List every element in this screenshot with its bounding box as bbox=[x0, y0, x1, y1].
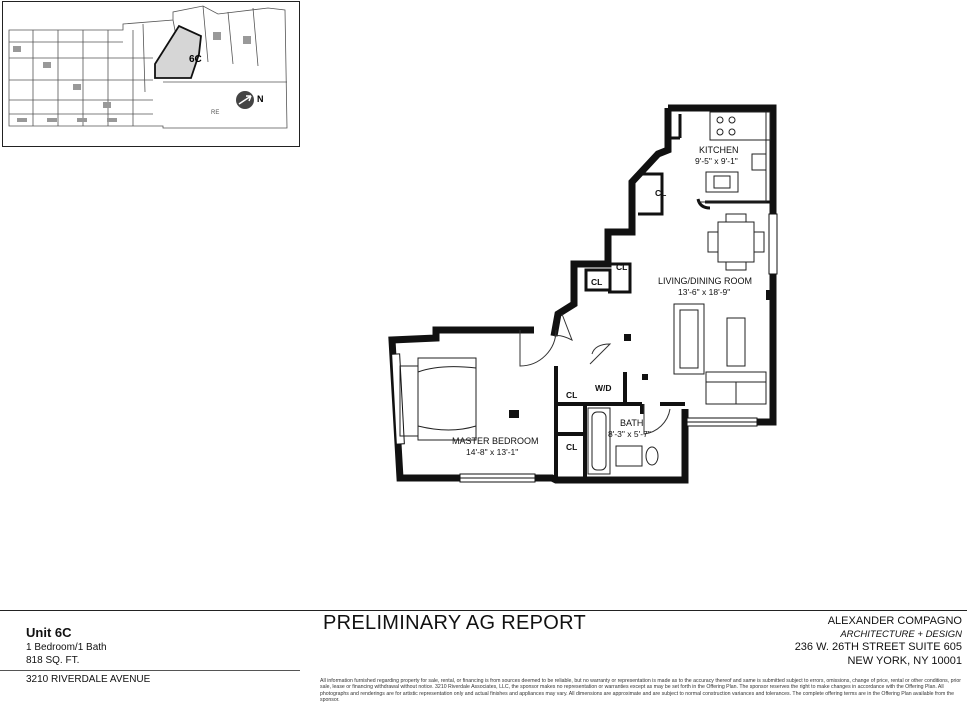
closet-label: CL bbox=[655, 188, 666, 198]
key-plan-unit-label: 6C bbox=[189, 54, 202, 65]
closet-label: CL bbox=[566, 442, 577, 452]
bed bbox=[399, 357, 477, 441]
dining-table bbox=[707, 213, 765, 271]
key-plan: 6C RE N bbox=[2, 1, 300, 147]
beds-baths: 1 Bedroom/1 Bath bbox=[26, 642, 107, 653]
north-arrow-icon bbox=[236, 91, 254, 109]
unit-title: Unit 6C bbox=[26, 625, 72, 640]
kitchen-fixtures bbox=[698, 111, 771, 203]
building-address: 3210 RIVERDALE AVENUE bbox=[26, 674, 151, 685]
doors bbox=[519, 313, 671, 435]
key-plan-drawing: 6C RE N bbox=[8, 5, 288, 129]
columns bbox=[509, 290, 774, 418]
floor-plan: KITCHEN 9'-5" x 9'-1" LIVING/DINING ROOM… bbox=[380, 104, 780, 489]
address-divider bbox=[0, 670, 300, 671]
closet-label: CL bbox=[616, 262, 627, 272]
north-label: N bbox=[257, 94, 264, 104]
firm-subtitle: ARCHITECTURE + DESIGN bbox=[840, 629, 962, 640]
key-plan-room-label: RE bbox=[211, 110, 219, 116]
master-name: MASTER BEDROOM bbox=[452, 436, 539, 446]
master-dims: 14'-8" x 13'-1" bbox=[466, 447, 518, 457]
kitchen-dims: 9'-5" x 9'-1" bbox=[695, 156, 738, 166]
living-furniture bbox=[673, 303, 767, 405]
bath-dims: 8'-3" x 5'-7" bbox=[608, 429, 651, 439]
washer-dryer-label: W/D bbox=[595, 383, 612, 393]
firm-name: ALEXANDER COMPAGNO bbox=[827, 615, 962, 627]
closet-label: CL bbox=[591, 277, 602, 287]
footer-divider bbox=[0, 610, 967, 611]
interior-walls bbox=[554, 114, 773, 480]
square-footage: 818 SQ. FT. bbox=[26, 655, 80, 666]
bath-name: BATH bbox=[620, 418, 643, 428]
bath-fixtures bbox=[587, 407, 659, 475]
key-plan-unit-highlight bbox=[154, 24, 202, 79]
report-title: PRELIMINARY AG REPORT bbox=[323, 612, 587, 634]
living-dims: 13'-6" x 18'-9" bbox=[678, 287, 730, 297]
living-name: LIVING/DINING ROOM bbox=[658, 276, 752, 286]
kitchen-name: KITCHEN bbox=[699, 145, 739, 155]
windows bbox=[391, 213, 778, 483]
legal-disclaimer: All information furnished regarding prop… bbox=[320, 678, 961, 704]
firm-address-line-2: NEW YORK, NY 10001 bbox=[847, 655, 962, 667]
firm-address-line-1: 236 W. 26TH STREET SUITE 605 bbox=[794, 641, 962, 653]
closet-label: CL bbox=[566, 390, 577, 400]
floor-plan-drawing: KITCHEN 9'-5" x 9'-1" LIVING/DINING ROOM… bbox=[388, 104, 778, 484]
